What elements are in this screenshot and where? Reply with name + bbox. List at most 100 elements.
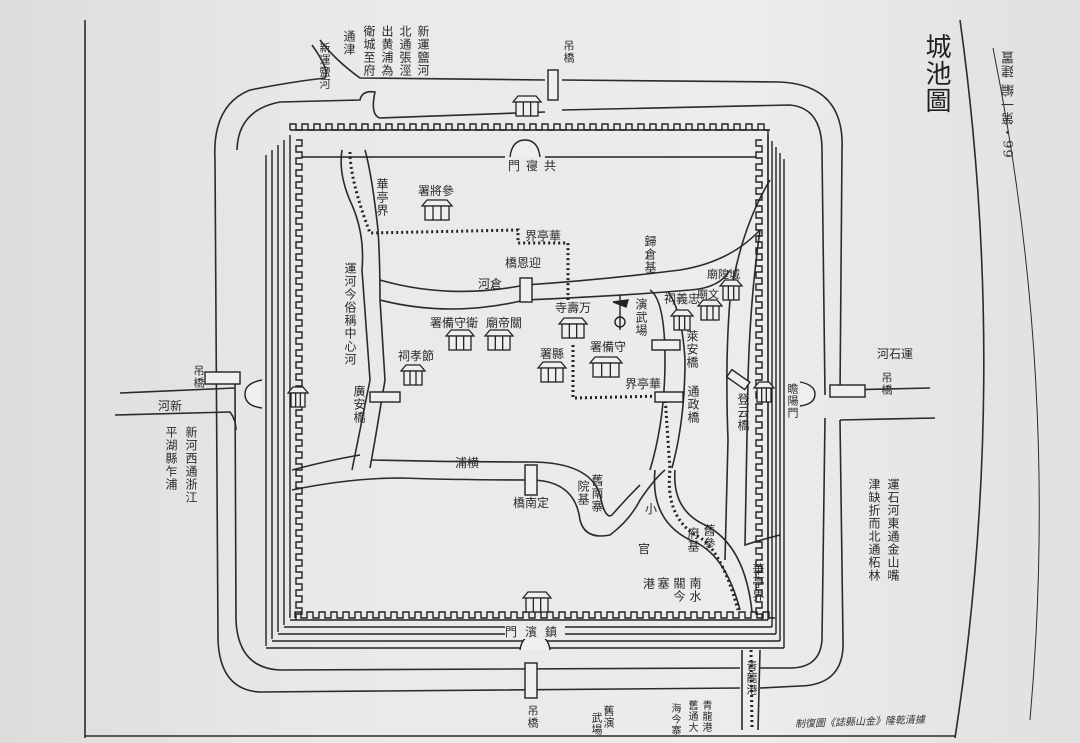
wall-crenel-bottom bbox=[294, 611, 775, 619]
wall-crenel-left bbox=[295, 139, 303, 620]
building-icon-zhongyi-ci bbox=[669, 309, 695, 331]
label-fu-ji: 府基 bbox=[686, 527, 700, 553]
label-gang: 港 bbox=[643, 577, 656, 591]
label-gui-cang-ji: 歸倉基 bbox=[643, 235, 657, 274]
bridge-west bbox=[204, 371, 241, 385]
city-wall bbox=[265, 123, 785, 649]
heng-pu bbox=[291, 454, 666, 537]
label-wanshou-si: 寺壽万 bbox=[555, 301, 592, 315]
label-chenghuang-miao: 廟隍城 bbox=[707, 268, 740, 281]
label-hai-jin-zhai: 海今寨 bbox=[669, 703, 680, 736]
label-huating-jie-nw: 華亭界 bbox=[375, 178, 389, 217]
building-icon-chenghuang-miao bbox=[718, 279, 744, 301]
label-note-top-5: 通津 bbox=[342, 30, 356, 56]
label-qinglong-gang: 青龍港 bbox=[745, 660, 758, 696]
map-title: 城池圖 bbox=[921, 33, 951, 114]
central-canal bbox=[340, 149, 386, 471]
label-jiu-can: 舊參 bbox=[702, 524, 716, 550]
east-gate-arch bbox=[799, 381, 816, 407]
gate-tower-icon-west bbox=[286, 386, 310, 408]
label-jiu-yanwu-1: 舊演 bbox=[602, 705, 615, 729]
label-canjiang-shu: 署將參 bbox=[418, 184, 455, 198]
label-note-top-1: 新運鹽河 bbox=[416, 25, 430, 77]
label-diaoqiao-north: 吊橋 bbox=[562, 40, 575, 64]
xiaoguan-gang bbox=[653, 469, 753, 613]
bridge-dengyun bbox=[725, 368, 751, 391]
label-yanwu-chang: 演武場 bbox=[634, 298, 648, 337]
label-diaoqiao-south: 吊橋 bbox=[526, 705, 539, 729]
label-yuan-ji: 院基 bbox=[576, 480, 590, 506]
label-huating-jie-se: 華亭界 bbox=[751, 563, 765, 602]
label-diaoqiao-west: 吊橋 bbox=[192, 365, 205, 389]
building-icon-wanshou-si bbox=[557, 317, 589, 339]
label-dingnan-qiao: 橋南定 bbox=[513, 496, 550, 510]
header-rule bbox=[992, 47, 1040, 721]
label-jiu-nanzhai: 舊南寨 bbox=[590, 474, 604, 513]
label-huating-jie-n: 界亭華 bbox=[525, 229, 562, 243]
bridge-laian bbox=[651, 339, 681, 351]
north-gate-arch bbox=[509, 139, 541, 158]
label-wen-miao: 廟文 bbox=[697, 288, 719, 301]
bridge-dingnan bbox=[524, 464, 538, 496]
label-zhenbin-men: 門濱鎮 bbox=[505, 625, 566, 639]
qinglong-gang bbox=[741, 649, 761, 731]
label-yunhe-zhongxin: 運河今俗稱中心河 bbox=[343, 262, 357, 366]
label-jiexiao-ci: 祠孝節 bbox=[398, 349, 435, 363]
cang-river bbox=[379, 229, 761, 310]
label-weishoubei-shu: 署備守衛 bbox=[430, 316, 479, 330]
label-yingen-qiao: 橋恩迎 bbox=[505, 256, 542, 270]
label-laian-qiao: 萊安橋 bbox=[685, 330, 699, 369]
label-tongzheng-qiao: 通政橋 bbox=[686, 385, 700, 424]
label-xin-yunyan-he: 新運鹽河 bbox=[318, 42, 331, 90]
label-guandi-miao: 廟帝關 bbox=[486, 316, 523, 330]
bridge-tongzheng bbox=[654, 391, 684, 403]
moat-outer bbox=[214, 39, 844, 693]
building-icon-jiexiao-ci bbox=[399, 364, 427, 386]
building-icon-wen-miao bbox=[696, 299, 724, 321]
building-icon-guandi-miao bbox=[483, 329, 515, 351]
label-note-top-2: 北通張涇 bbox=[398, 25, 412, 77]
label-xin-he: 河新 bbox=[158, 399, 183, 413]
label-jiu-tong-da: 舊通大 bbox=[686, 700, 697, 733]
xinhe-river bbox=[114, 387, 237, 431]
label-heng-pu: 浦横 bbox=[455, 456, 480, 470]
bridge-guangan bbox=[369, 391, 401, 403]
label-nanshui-1: 南水 bbox=[688, 577, 702, 603]
label-note-left-1: 新河西通浙江 bbox=[184, 426, 198, 504]
label-note-right-1: 運石河東通金山嘴 bbox=[886, 478, 900, 582]
moat-inner bbox=[234, 90, 826, 671]
label-nanshui-3: 塞 bbox=[656, 577, 670, 590]
bridge-south bbox=[524, 662, 538, 699]
wall-crenel-top bbox=[289, 123, 770, 131]
frame-right bbox=[954, 19, 985, 739]
building-icon-weishoubei-shu bbox=[444, 329, 476, 351]
label-note-left-2: 平湖縣乍浦 bbox=[164, 426, 178, 491]
label-xiao: 小 bbox=[645, 502, 658, 516]
label-xian-shu: 署縣 bbox=[540, 347, 565, 361]
label-nanshui-2: 關今 bbox=[672, 577, 686, 603]
boundary-qinglong bbox=[749, 649, 754, 729]
label-diaoqiao-east: 吊橋 bbox=[880, 372, 893, 396]
wall-crenel-right bbox=[755, 139, 763, 620]
bridge-yingen bbox=[519, 277, 533, 303]
label-guangan-qiao: 廣安橋 bbox=[352, 385, 366, 424]
bridge-north bbox=[547, 69, 559, 101]
flagpole-icon bbox=[612, 295, 629, 330]
gate-tower-icon-north bbox=[511, 95, 543, 117]
bridge-east bbox=[829, 384, 866, 398]
label-jiu-yanwu-2: 武場 bbox=[590, 712, 603, 736]
building-icon-canjiang-shu bbox=[420, 199, 454, 221]
label-zhongyi-ci: 祠義忠 bbox=[664, 292, 701, 306]
label-note-top-3: 出黄浦為 bbox=[380, 25, 394, 77]
buildings bbox=[286, 95, 776, 613]
label-shoubei-shu: 署備守 bbox=[590, 340, 627, 354]
page-header: 66・第一編 建置 bbox=[1002, 50, 1017, 158]
building-icon-xian-shu bbox=[536, 361, 568, 383]
building-icon-shoubei-shu bbox=[588, 356, 624, 378]
label-huating-jie-c: 界亭華 bbox=[625, 377, 662, 391]
boundary-dotted-nw bbox=[348, 151, 570, 300]
label-qinglong-gang-2: 青龍港 bbox=[700, 700, 711, 733]
label-zhanyang-men: 瞻陽門 bbox=[786, 383, 799, 419]
label-cang-he: 河倉 bbox=[478, 277, 503, 291]
